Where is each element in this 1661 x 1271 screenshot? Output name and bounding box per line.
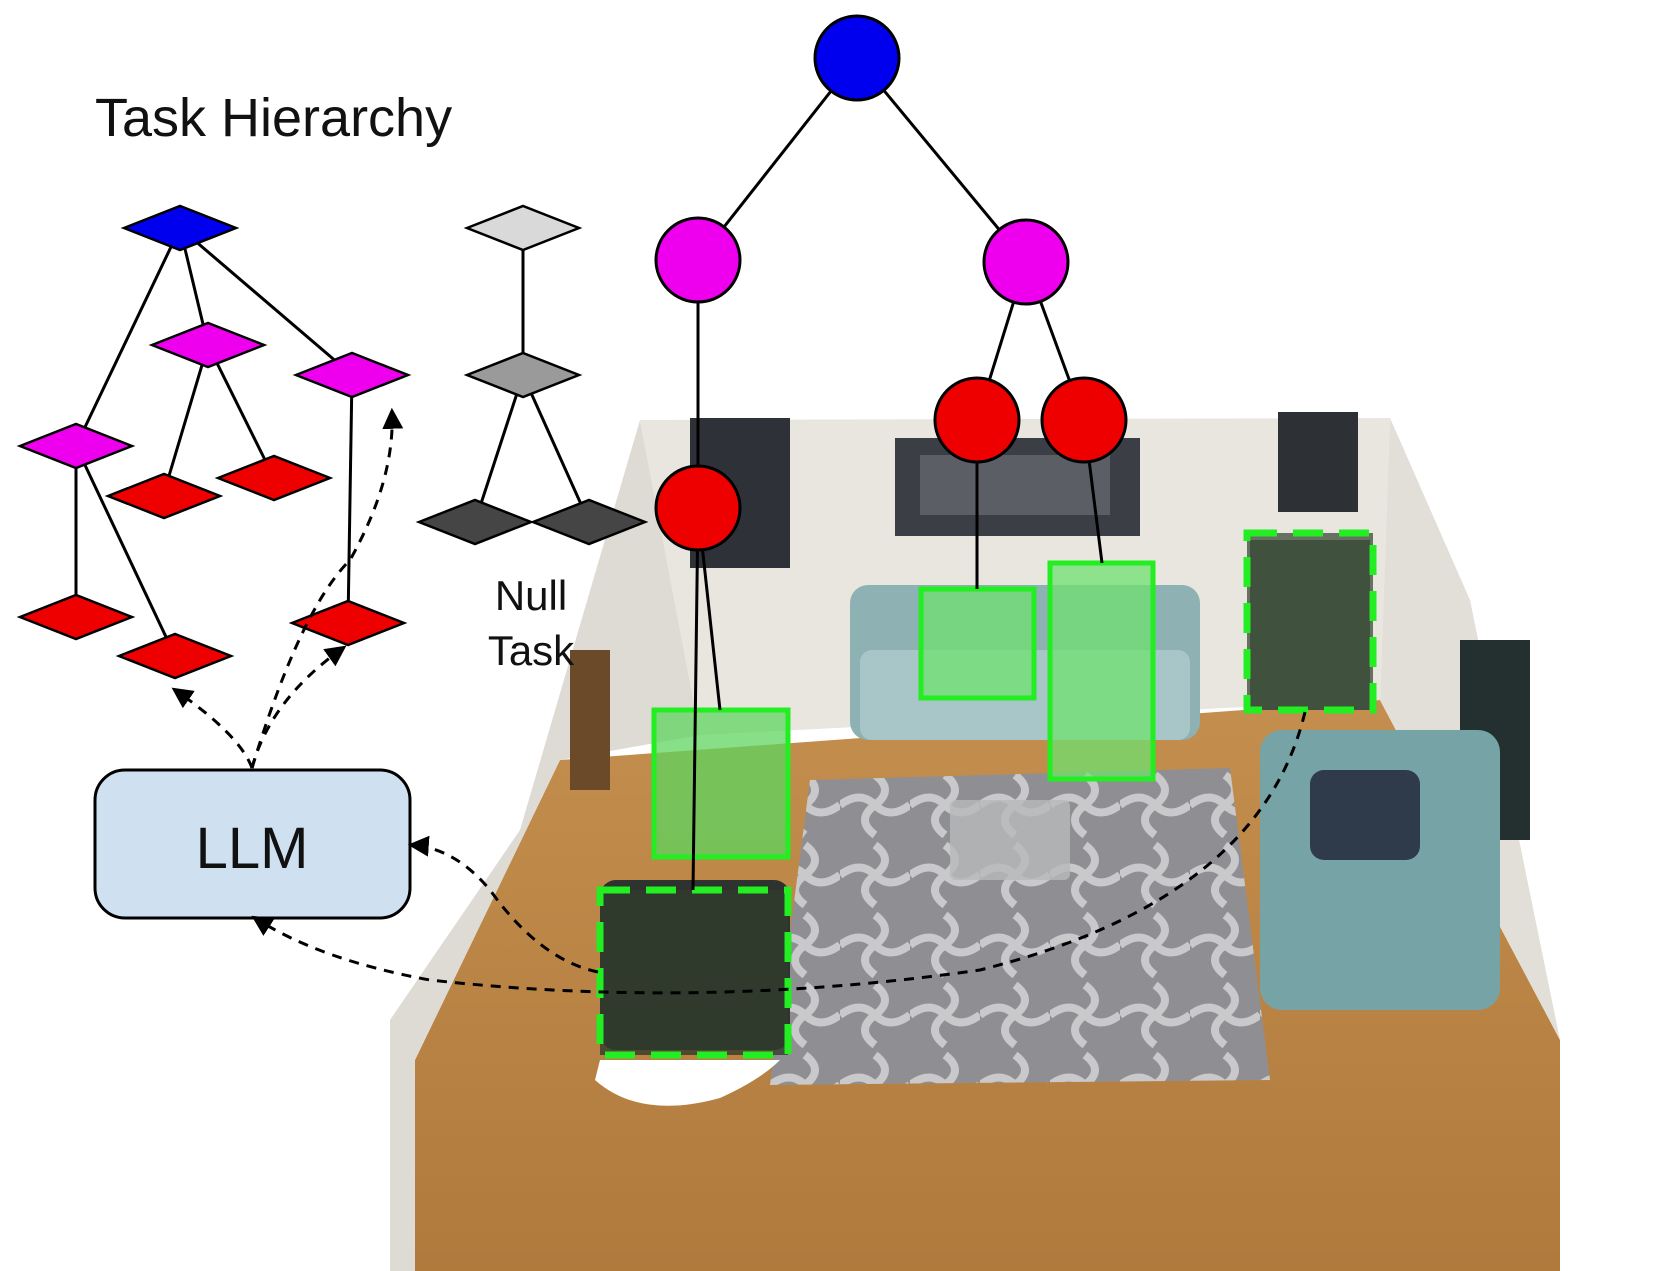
null-task-label-line2: Task	[488, 627, 575, 674]
task-subtask-node	[16, 422, 136, 470]
task-leaf-node	[16, 593, 136, 641]
room-left-wall	[390, 420, 700, 1271]
task-leaf-node	[104, 472, 224, 520]
scene-object-node	[654, 464, 742, 552]
scene-room-node-left	[654, 216, 742, 304]
right-window	[1278, 412, 1358, 512]
arrow-chair-to-llm	[407, 835, 599, 974]
scene-graph-nodes	[654, 14, 1128, 552]
dashed-arrows	[171, 407, 1307, 995]
task-leaf-node	[115, 632, 235, 680]
scene-object-node	[1040, 376, 1128, 464]
bbox-armchair-dashed	[596, 886, 792, 1059]
task-subtask-node	[148, 321, 268, 369]
task-leaf-node	[288, 599, 408, 647]
arrow-plant-to-llm	[251, 711, 1307, 995]
bbox-sofa-pillow-left	[918, 586, 1037, 701]
arrow-llm-to-leaf-left	[171, 687, 254, 769]
null-task-leaf-node	[529, 498, 649, 546]
bbox-chair-cushion	[651, 707, 791, 860]
task-subtask-node	[292, 351, 412, 399]
null-task-mid-node	[463, 351, 583, 399]
scene-object-node	[933, 376, 1021, 464]
bbox-plant-dashed	[1243, 529, 1377, 714]
left-wall-picture	[570, 650, 610, 790]
task-root-node	[120, 204, 240, 252]
task-leaf-node	[214, 454, 334, 502]
arrow-llm-to-leaf-right	[250, 645, 347, 769]
null-task-root-node	[463, 204, 583, 252]
task-hierarchy-nodes	[16, 204, 649, 680]
rug	[770, 768, 1270, 1085]
task-hierarchy-title: Task Hierarchy	[95, 88, 452, 148]
null-task-leaf-node	[415, 498, 535, 546]
scene-root-node	[813, 14, 901, 102]
scene-room-node-right	[982, 218, 1070, 306]
bbox-sofa-pillow-right	[1047, 560, 1156, 782]
object-boxes	[596, 529, 1377, 1059]
null-task-label-line1: Null	[495, 572, 567, 619]
llm-label: LLM	[196, 816, 309, 881]
task-hierarchy-edges	[74, 226, 591, 657]
room-scene	[390, 412, 1560, 1271]
room-back-wall	[640, 418, 1390, 735]
coffee-table	[950, 800, 1070, 880]
